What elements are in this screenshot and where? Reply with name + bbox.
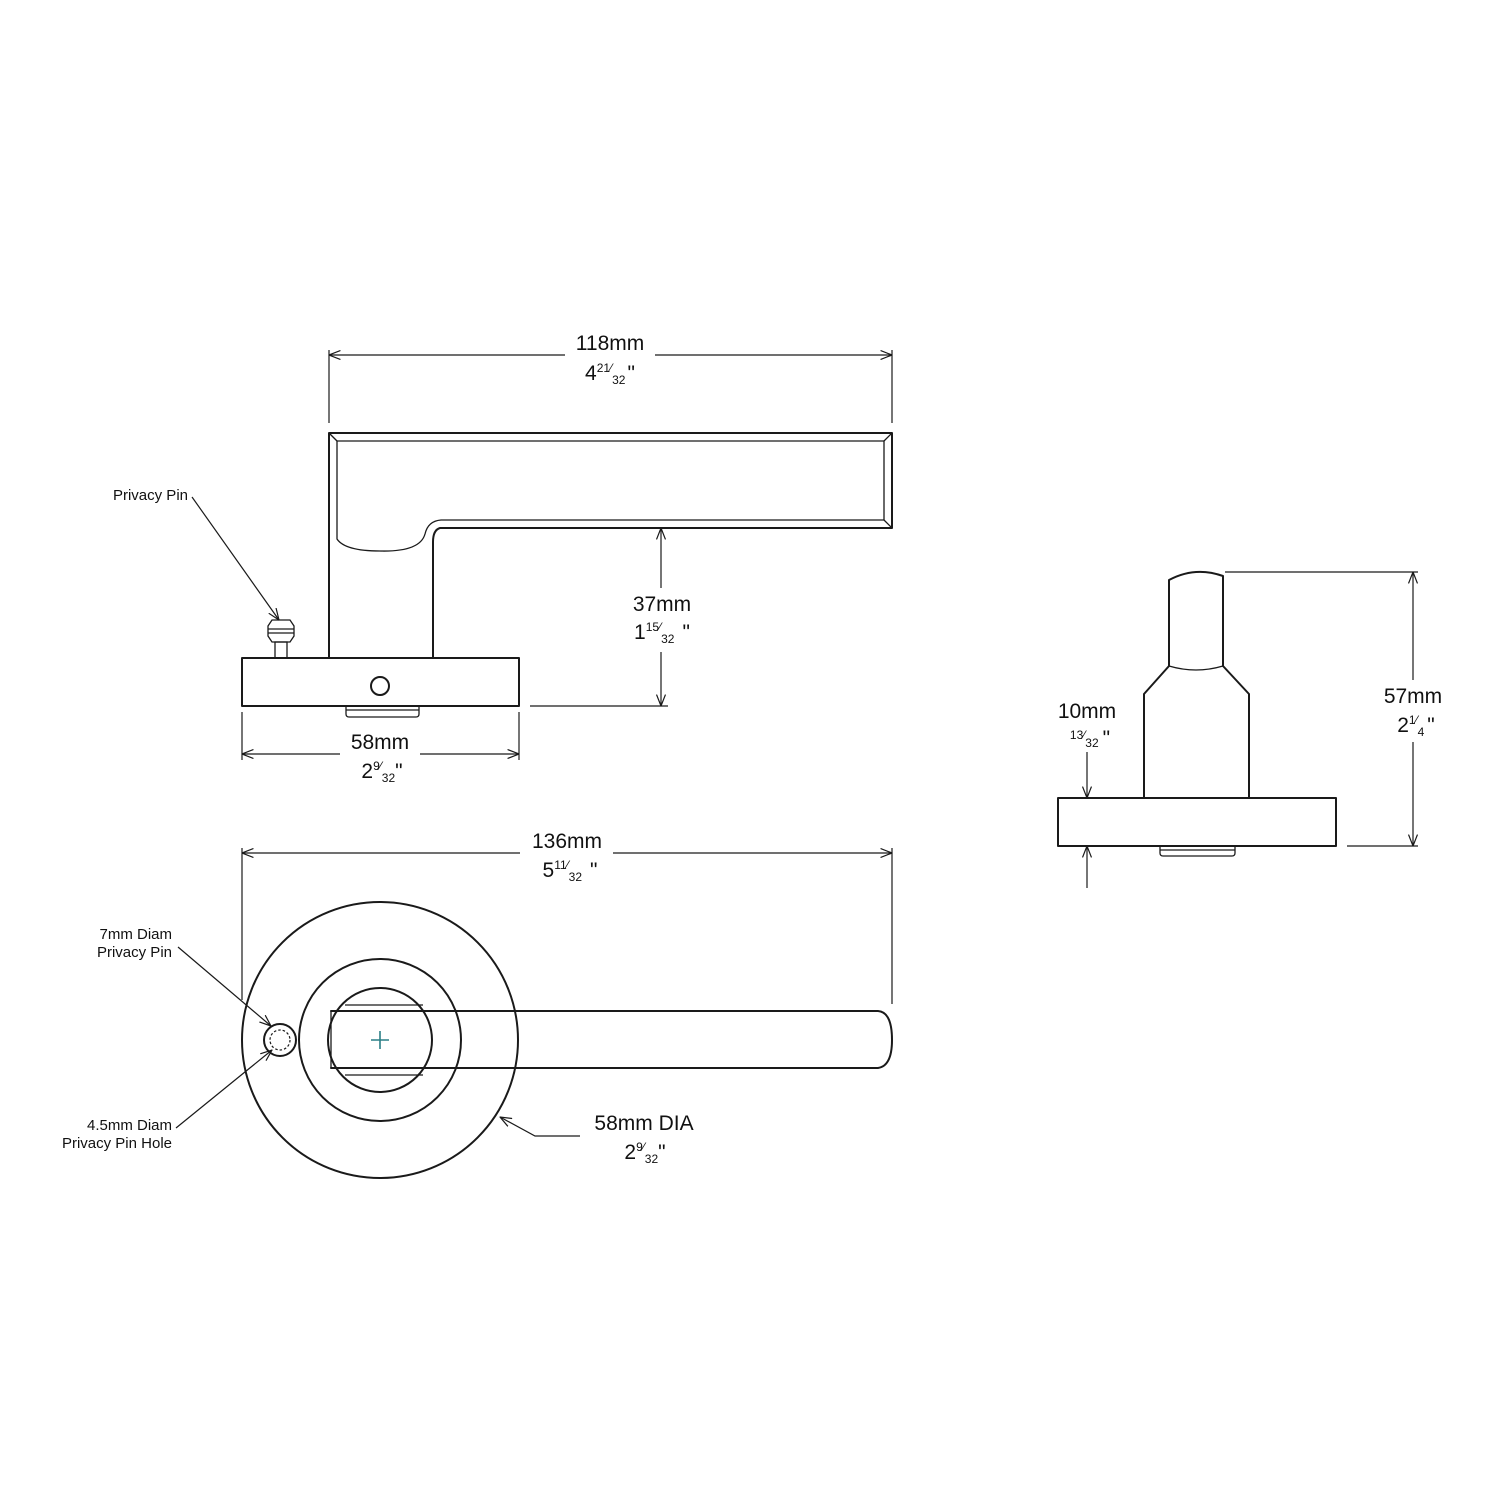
privacy-pin-label: Privacy Pin [113,487,188,504]
pin-diam-label-line1: 7mm Diam [99,926,172,943]
dim-10-imperial: 13⁄32" [1070,727,1110,750]
dimension-118mm: 118mm 421⁄32" [576,332,644,387]
rose-plate-side [241,657,520,707]
dim-57-metric: 57mm [1384,685,1442,708]
privacy-pin-side [267,619,295,659]
privacy-pin-hole-top [269,1029,291,1051]
dim-118-metric: 118mm [576,332,644,355]
dimension-58mm-side: 58mm 29⁄32" [351,731,409,785]
lever-neck-front [1143,570,1250,799]
dimension-10mm: 10mm 13⁄32" [1058,700,1116,750]
pin-hole-label-line1: 4.5mm Diam [87,1117,172,1134]
front-view [1057,570,1418,888]
dimension-57mm: 57mm 21⁄4" [1384,685,1442,739]
rose-plate-front [1057,797,1337,847]
spindle-clip-side [345,706,420,718]
rose-outer [241,901,519,1179]
dim-dia-imperial: 29⁄32" [624,1140,665,1166]
privacy-pin-hole-side [370,676,390,696]
dimension-136mm: 136mm 511⁄32" [532,830,602,884]
lever-body-side [328,432,893,659]
dim-37-imperial: 115⁄32" [634,620,690,646]
spindle-clip-front [1159,846,1236,857]
rose-inner-ring [298,958,462,1122]
top-view [175,848,893,1179]
dim-58-metric: 58mm [351,731,409,754]
dim-dia-metric: 58mm DIA [594,1112,693,1135]
pin-hole-label-line2: Privacy Pin Hole [62,1135,172,1152]
side-view [191,350,893,760]
dimension-58mm-dia: 58mm DIA 29⁄32" [594,1112,693,1166]
dim-58-imperial: 29⁄32" [361,759,402,785]
dim-136-imperial: 511⁄32" [543,858,598,884]
dim-57-imperial: 21⁄4" [1397,713,1435,739]
center-mark [371,1031,389,1049]
pin-diam-label-line2: Privacy Pin [97,944,172,961]
dim-37-metric: 37mm [633,593,691,616]
dim-118-imperial: 421⁄32" [585,361,635,387]
dim-136-metric: 136mm [532,830,602,853]
privacy-pin-top [263,1023,297,1057]
rose-neck [327,987,433,1093]
dim-10-metric: 10mm [1058,700,1116,723]
dimension-37mm: 37mm 115⁄32" [633,593,691,646]
lever-arm-top [330,1010,893,1069]
lever-bevel [336,440,885,552]
